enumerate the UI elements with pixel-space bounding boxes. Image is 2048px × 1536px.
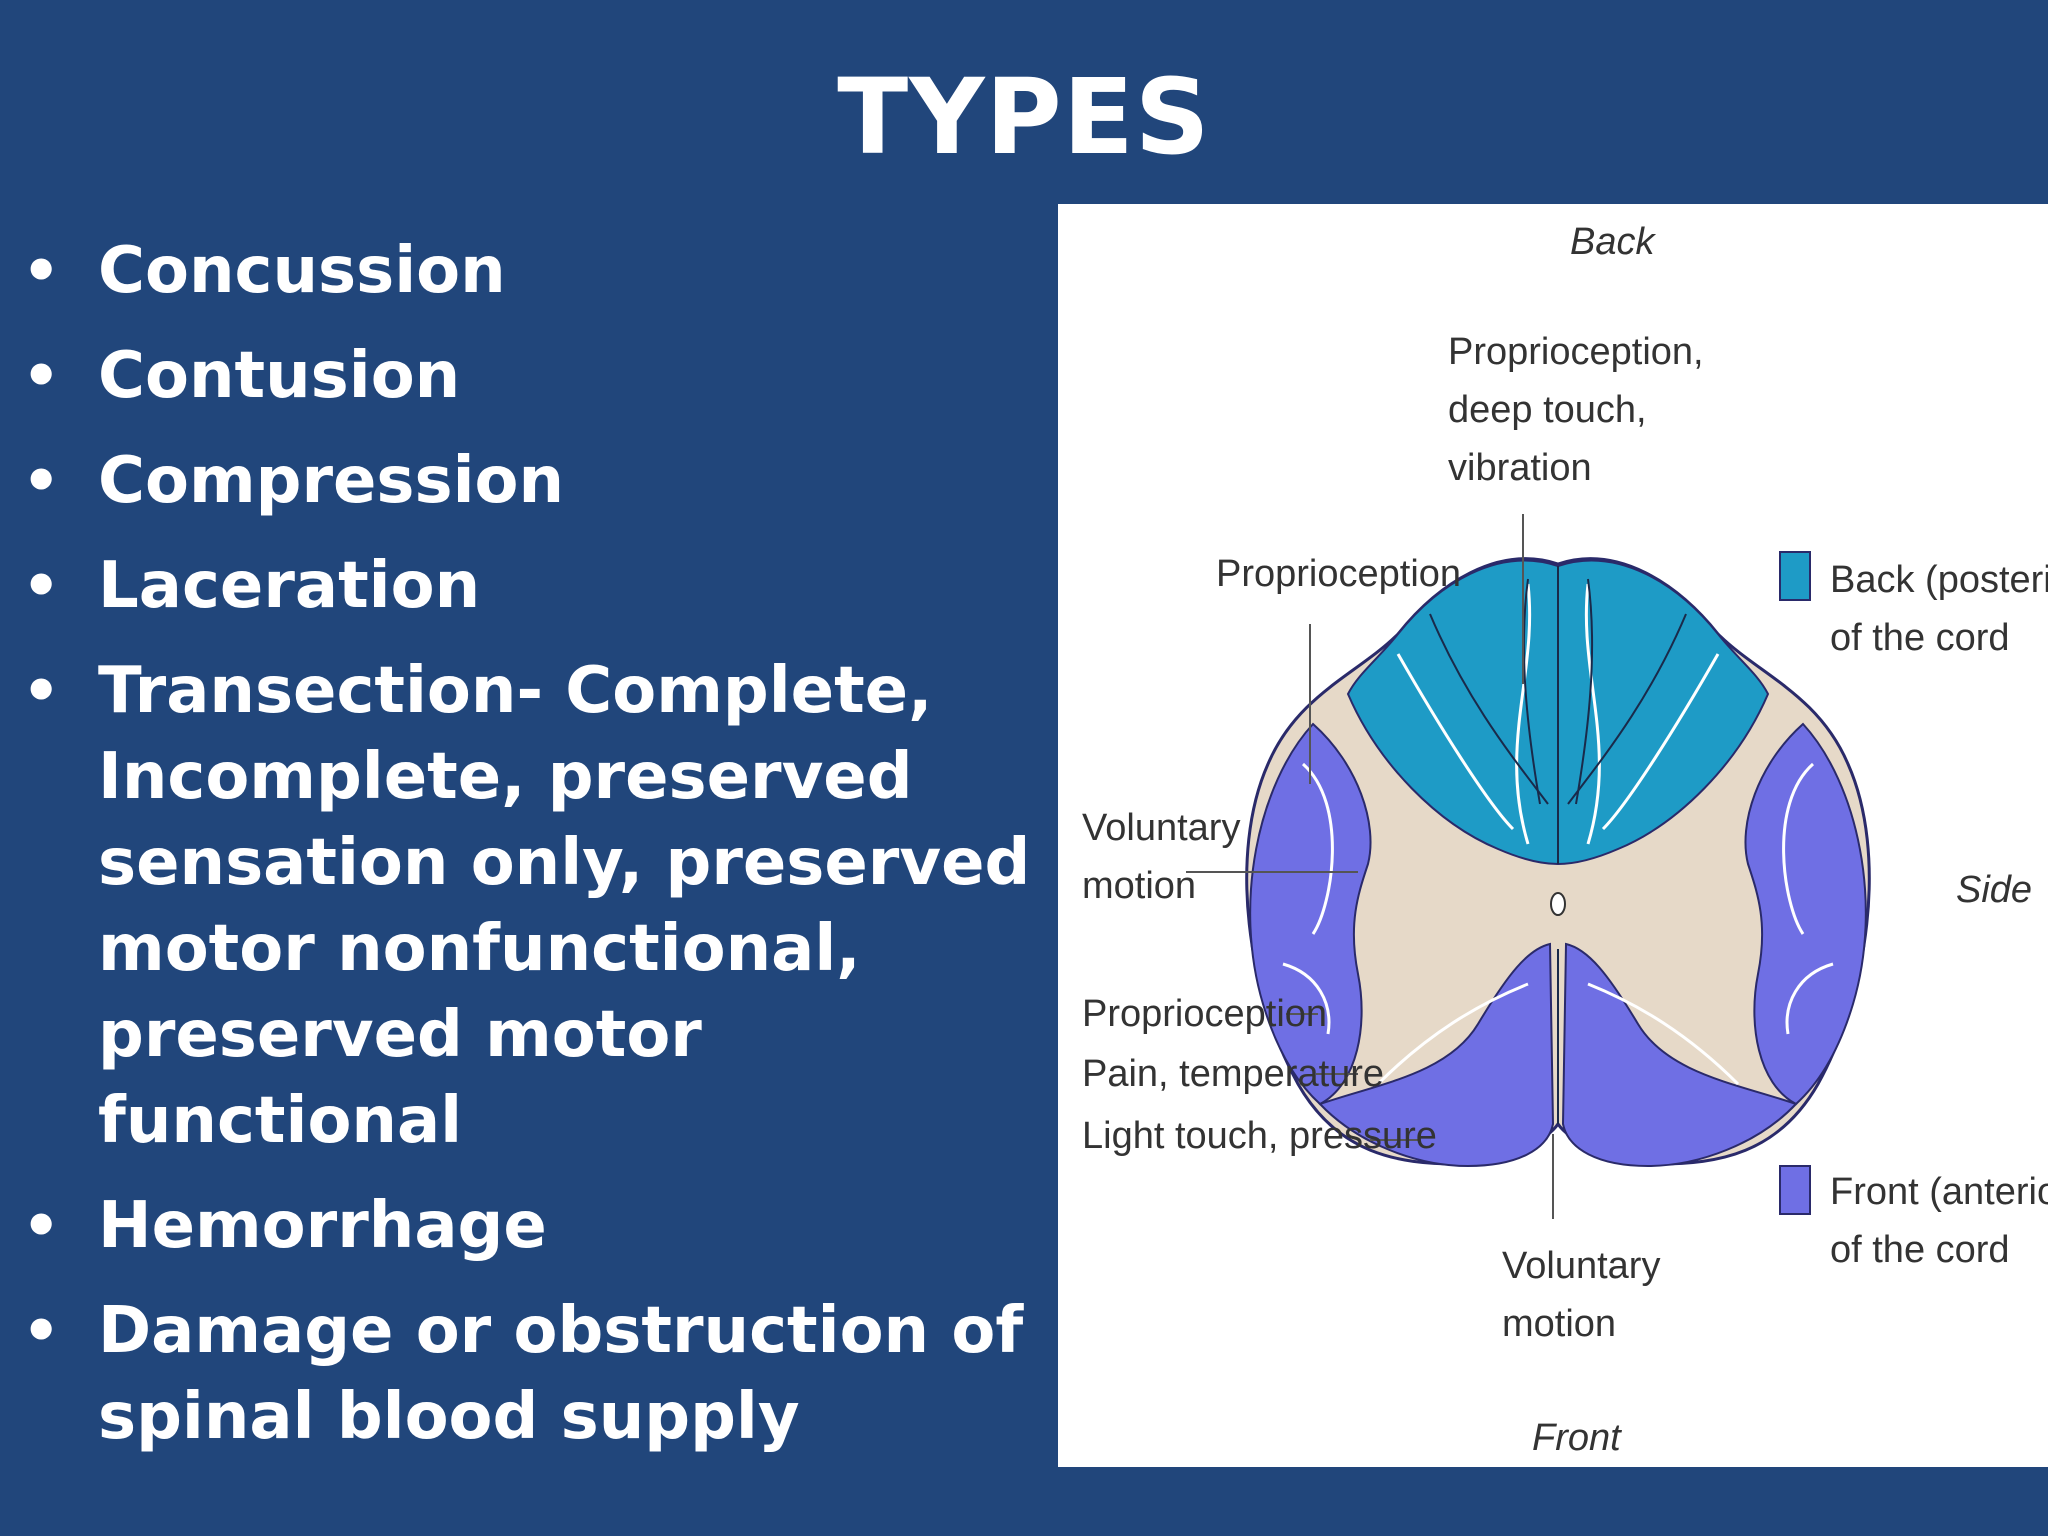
- legend-swatch-posterior: [1779, 551, 1811, 601]
- bullet-dot-icon: •: [22, 551, 61, 621]
- label-voluntary-left-1: Voluntary: [1082, 807, 1240, 849]
- label-proprioception-bottom: Proprioception: [1082, 993, 1327, 1035]
- bullet-dot-icon: •: [22, 1296, 61, 1366]
- bullet-item: • Damage or obstruction of spinal blood s…: [20, 1288, 1040, 1460]
- label-proprio-deep-3: vibration: [1448, 447, 1592, 489]
- left-lateral-region: [1249, 722, 1372, 1106]
- bullet-text: Damage or obstruction of spinal blood su…: [98, 1294, 1024, 1454]
- bullet-dot-icon: •: [22, 236, 61, 306]
- slide-title: TYPES: [837, 56, 1211, 178]
- bullet-item: • Concussion: [20, 228, 1040, 314]
- bullet-item: • Laceration: [20, 543, 1040, 629]
- legend-anterior-line1: Front (anterior): [1830, 1171, 2048, 1213]
- bullet-text: Hemorrhage: [98, 1189, 547, 1263]
- bullet-dot-icon: •: [22, 1191, 61, 1261]
- bullet-dot-icon: •: [22, 656, 61, 726]
- inner-lines: [1429, 578, 1687, 805]
- label-proprio-deep-1: Proprioception,: [1448, 331, 1704, 373]
- legend: Back (posterior) of the cord Front (ante…: [1779, 551, 2048, 1271]
- bullet-item: • Hemorrhage: [20, 1183, 1040, 1269]
- bullet-item: • Transection- Complete, Incomplete, pres…: [20, 648, 1040, 1164]
- label-proprioception-top: Proprioception: [1216, 553, 1461, 595]
- bullet-item: • Compression: [20, 438, 1040, 524]
- label-side: Side: [1956, 869, 2032, 911]
- bullet-text: Concussion: [98, 234, 506, 308]
- bullet-dot-icon: •: [22, 446, 61, 516]
- central-canal: [1550, 892, 1566, 916]
- label-front: Front: [1532, 1417, 1622, 1459]
- bullet-dot-icon: •: [22, 341, 61, 411]
- label-voluntary-bottom-1: Voluntary: [1502, 1245, 1660, 1287]
- legend-posterior-line2: of the cord: [1830, 617, 2010, 659]
- spinal-cord-diagram: Back Proprioception, deep touch, vibrati…: [1058, 204, 2048, 1467]
- bullet-text: Compression: [98, 444, 565, 518]
- legend-anterior-line2: of the cord: [1830, 1229, 2010, 1271]
- tract-lines: [1282, 583, 1834, 1086]
- leader-lines: [1186, 514, 1554, 1219]
- bullet-item: • Contusion: [20, 333, 1040, 419]
- bullet-list: • Concussion • Contusion • Compression • Lac…: [20, 228, 1040, 1479]
- label-voluntary-left-2: motion: [1082, 865, 1196, 907]
- right-lateral-region: [1744, 722, 1867, 1106]
- legend-posterior-line1: Back (posterior): [1830, 559, 2048, 601]
- bullet-text: Transection- Complete, Incomplete, prese…: [98, 654, 1031, 1158]
- bullet-text: Contusion: [98, 339, 461, 413]
- label-back: Back: [1570, 221, 1656, 263]
- legend-swatch-anterior: [1779, 1165, 1811, 1215]
- spinal-cord-svg: Back Proprioception, deep touch, vibrati…: [1082, 221, 2048, 1459]
- bullet-text: Laceration: [98, 549, 481, 623]
- label-light-touch: Light touch, pressure: [1082, 1115, 1437, 1157]
- label-voluntary-bottom-2: motion: [1502, 1303, 1616, 1345]
- label-pain-temperature: Pain, temperature: [1082, 1053, 1384, 1095]
- label-proprio-deep-2: deep touch,: [1448, 389, 1647, 431]
